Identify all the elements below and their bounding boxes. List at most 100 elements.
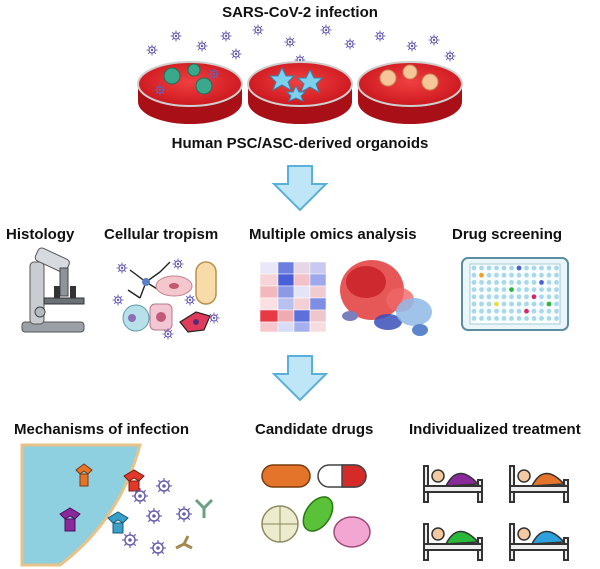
- plate-well: [546, 280, 552, 285]
- plate-well: [524, 287, 529, 292]
- plate-well: [531, 316, 537, 321]
- well-plate-icon: [461, 257, 569, 331]
- organoids-subtitle: Human PSC/ASC-derived organoids: [171, 135, 429, 152]
- plate-well: [494, 308, 499, 314]
- plate-well: [524, 294, 529, 300]
- plate-well: [531, 301, 537, 307]
- plate-well: [494, 265, 499, 271]
- plate-well: [479, 280, 484, 285]
- plate-well: [494, 294, 499, 300]
- plate-well: [471, 308, 477, 314]
- plate-well: [516, 272, 522, 278]
- plate-well: [471, 287, 477, 292]
- plate-well: [554, 308, 559, 314]
- plate-well: [554, 287, 559, 292]
- plate-well: [539, 308, 544, 314]
- plate-well: [554, 265, 559, 271]
- petri-dish-1: [137, 61, 243, 124]
- plate-well: [524, 308, 529, 314]
- plate-well: [486, 316, 492, 321]
- patient-beds-icon: [423, 465, 569, 561]
- plate-well: [554, 272, 559, 278]
- plate-well: [509, 308, 514, 314]
- plate-well: [531, 294, 537, 300]
- plate-well: [516, 301, 522, 307]
- plate-well: [554, 280, 559, 285]
- plate-well: [524, 301, 529, 307]
- plate-well: [531, 272, 537, 278]
- plate-well: [509, 294, 514, 300]
- plate-well: [546, 287, 552, 292]
- plate-well: [471, 316, 477, 321]
- down-arrow-2: [271, 355, 329, 402]
- plate-well: [479, 272, 484, 278]
- down-arrow-1: [271, 165, 329, 212]
- plate-well: [539, 294, 544, 300]
- plate-well: [501, 308, 507, 314]
- plate-well: [509, 280, 514, 285]
- plate-well: [501, 265, 507, 271]
- plate-well: [531, 287, 537, 292]
- plate-well: [501, 287, 507, 292]
- plate-well: [501, 280, 507, 285]
- plate-well: [524, 280, 529, 285]
- virus-particles-top: [145, 23, 457, 67]
- plate-well: [494, 272, 499, 278]
- label-mechanisms: Mechanisms of infection: [14, 421, 190, 438]
- plate-well: [486, 308, 492, 314]
- plate-well: [479, 316, 484, 321]
- plate-well: [531, 308, 537, 314]
- plate-well: [524, 272, 529, 278]
- plate-well: [546, 316, 552, 321]
- plate-well: [516, 280, 522, 285]
- plate-well: [494, 316, 499, 321]
- label-omics: Multiple omics analysis: [249, 226, 417, 243]
- plate-well: [539, 316, 544, 321]
- plate-well: [479, 287, 484, 292]
- plate-well: [471, 265, 477, 271]
- plate-well: [471, 272, 477, 278]
- microscope-icon: [21, 247, 85, 333]
- plate-well: [516, 287, 522, 292]
- plate-well: [494, 301, 499, 307]
- plate-well: [486, 301, 492, 307]
- plate-well: [531, 280, 537, 285]
- plate-well: [479, 265, 484, 271]
- plate-well: [486, 287, 492, 292]
- plate-well: [524, 316, 529, 321]
- label-individualized: Individualized treatment: [409, 421, 581, 438]
- plate-well: [509, 301, 514, 307]
- plate-well: [479, 294, 484, 300]
- plate-well: [509, 265, 514, 271]
- plate-well: [546, 272, 552, 278]
- plate-well: [546, 301, 552, 307]
- plate-well: [539, 272, 544, 278]
- tsne-plot-icon: [340, 260, 432, 336]
- plate-well: [501, 316, 507, 321]
- plate-well: [546, 265, 552, 271]
- plate-well: [554, 294, 559, 300]
- plate-well: [516, 294, 522, 300]
- plate-well: [501, 301, 507, 307]
- plate-well: [501, 294, 507, 300]
- plate-well: [516, 316, 522, 321]
- plate-well: [539, 301, 544, 307]
- plate-well: [554, 301, 559, 307]
- plate-well: [539, 287, 544, 292]
- plate-well: [479, 308, 484, 314]
- plate-well: [479, 301, 484, 307]
- plate-well: [531, 265, 537, 271]
- label-drug-screening: Drug screening: [452, 226, 563, 243]
- plate-well: [471, 294, 477, 300]
- pills-icon: [261, 464, 371, 548]
- plate-well: [486, 280, 492, 285]
- plate-well: [546, 294, 552, 300]
- plate-well: [486, 294, 492, 300]
- plate-well: [471, 280, 477, 285]
- plate-well: [501, 272, 507, 278]
- plate-well: [494, 280, 499, 285]
- petri-dish-3: [357, 61, 463, 124]
- plate-well: [524, 265, 529, 271]
- label-histology: Histology: [6, 226, 75, 243]
